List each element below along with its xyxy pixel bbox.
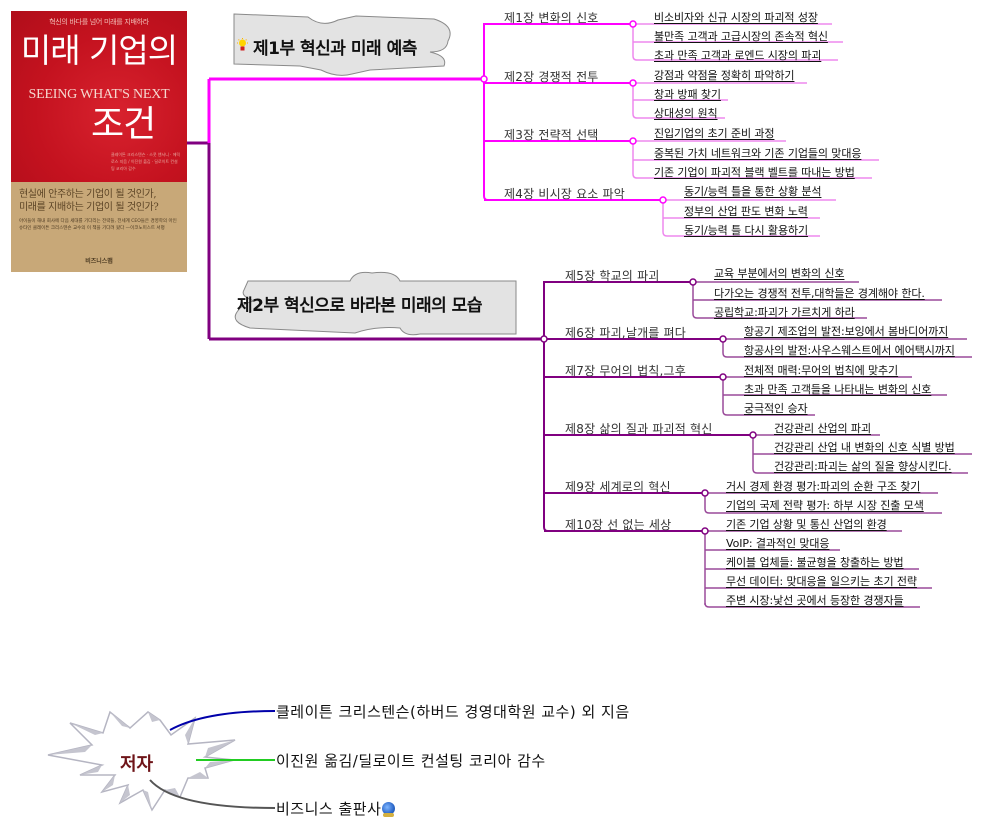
author-item[interactable]: 클레이튼 크리스텐슨(하버드 경영대학원 교수) 외 지음	[276, 703, 630, 721]
publisher-item[interactable]: 비즈니스 출판사	[276, 798, 396, 819]
chapter-node[interactable]: 제9장 세계로의 혁신	[565, 480, 671, 494]
topic-node[interactable]: 건강관리 산업 내 변화의 신호 식별 방법	[774, 441, 955, 454]
topic-node[interactable]: 케이블 업체들: 불균형을 창출하는 방법	[726, 556, 904, 569]
topic-node[interactable]: 기업의 국제 전략 평가: 하부 시장 진출 모색	[726, 499, 924, 512]
book-cover-bottom: 현실에 안주하는 기업이 될 것인가, 미래를 지배하는 기업이 될 것인가? …	[11, 182, 187, 272]
part1-node[interactable]: 제1부 혁신과 미래 예측	[253, 39, 417, 59]
book-english-title: SEEING WHAT'S NEXT	[28, 87, 170, 102]
part1-cloud-shape	[233, 13, 451, 76]
topic-node[interactable]: 동기/능력 틀을 통한 상황 분석	[684, 185, 822, 198]
topic-node[interactable]: 비소비자와 신규 시장의 파괴적 성장	[654, 11, 818, 24]
translator-item[interactable]: 이진원 옮김/딜로이트 컨설팅 코리아 감수	[276, 752, 546, 770]
topic-node[interactable]: 무선 데이터: 맞대응을 일으키는 초기 전략	[726, 575, 917, 588]
chapter-node[interactable]: 제4장 비시장 요소 파악	[504, 187, 626, 201]
topic-node[interactable]: 다가오는 경쟁적 전투,대학들은 경계해야 한다.	[714, 287, 925, 300]
topic-node[interactable]: 교육 부분에서의 변화의 신호	[714, 267, 845, 280]
topic-node[interactable]: VoIP: 결과적인 맞대응	[726, 537, 830, 550]
chapter-node[interactable]: 제2장 경쟁적 전투	[504, 70, 599, 84]
chapter-node[interactable]: 제6장 파괴,날개를 펴다	[565, 326, 687, 340]
author-node[interactable]: 저자	[120, 754, 154, 775]
chapter-node[interactable]: 제10장 선 없는 세상	[565, 518, 672, 532]
book-tagline: 혁신의 바다를 넘어 미래를 지배하라	[49, 18, 149, 26]
globe-icon[interactable]	[382, 802, 396, 817]
topic-node[interactable]: 공립학교:파괴가 가르치게 하라	[714, 306, 855, 319]
topic-node[interactable]: 정부의 산업 판도 변화 노력	[684, 205, 808, 218]
topic-node[interactable]: 불만족 고객과 고급시장의 존속적 혁신	[654, 30, 828, 43]
book-question-line2: 미래를 지배하는 기업이 될 것인가?	[19, 202, 159, 213]
topic-node[interactable]: 진입기업의 초기 준비 과정	[654, 127, 775, 140]
book-cover-top: 혁신의 바다를 넘어 미래를 지배하라 미래 기업의 SEEING WHAT'S…	[11, 11, 187, 182]
part2-node[interactable]: 제2부 혁신으로 바라본 미래의 모습	[237, 296, 482, 316]
topic-node[interactable]: 기존 기업이 파괴적 블랙 벨트를 따내는 방법	[654, 166, 855, 179]
book-blurb: 아이들이 해내 회사에 다음 세대를 기다리는 전략들, 전세계 CEO들은 경…	[19, 219, 177, 231]
topic-node[interactable]: 항공사의 발전:사우스웨스트에서 에어택시까지	[744, 344, 955, 357]
topic-node[interactable]: 항공기 제조업의 발전:보잉에서 봄바디어까지	[744, 325, 949, 338]
topic-node[interactable]: 궁극적인 승자	[744, 402, 808, 415]
topic-node[interactable]: 동기/능력 틀 다시 활용하기	[684, 224, 809, 237]
chapter-node[interactable]: 제3장 전략적 선택	[504, 128, 599, 142]
chapter-node[interactable]: 제8장 삶의 질과 파괴적 혁신	[565, 422, 713, 436]
topic-node[interactable]: 전체적 매력:무어의 법칙에 맞추기	[744, 364, 899, 377]
topic-node[interactable]: 초과 만족 고객들을 나타내는 변화의 신호	[744, 383, 932, 396]
book-question: 현실에 안주하는 기업이 될 것인가, 미래를 지배하는 기업이 될 것인가?	[19, 188, 159, 214]
topic-node[interactable]: 기존 기업 상황 및 통신 산업의 환경	[726, 518, 887, 531]
publisher-label: 비즈니스 출판사	[276, 800, 382, 818]
chapter-node[interactable]: 제5장 학교의 파괴	[565, 269, 660, 283]
book-question-line1: 현실에 안주하는 기업이 될 것인가,	[19, 189, 157, 200]
topic-node[interactable]: 건강관리 산업의 파괴	[774, 422, 871, 435]
lightbulb-icon	[237, 38, 248, 51]
book-title-line2: 조건	[91, 104, 156, 145]
chapter-node[interactable]: 제1장 변화의 신호	[504, 11, 599, 25]
topic-node[interactable]: 상대성의 원칙	[654, 107, 718, 120]
part2-cloud-shape	[234, 271, 517, 336]
topic-node[interactable]: 창과 방패 찾기	[654, 88, 721, 101]
book-cover-image: 혁신의 바다를 넘어 미래를 지배하라 미래 기업의 SEEING WHAT'S…	[11, 11, 187, 272]
book-authors-small: 클레이튼 크리스텐슨 · 스콧 앤서니 · 에릭 로스 지음 / 이진원 옮김 …	[111, 152, 181, 171]
topic-node[interactable]: 강점과 약점을 정확히 파악하기	[654, 69, 795, 82]
book-publisher-logo: 비즈니스맵	[85, 258, 113, 265]
topic-node[interactable]: 거시 경제 환경 평가:파괴의 순환 구조 찾기	[726, 480, 921, 493]
topic-node[interactable]: 주변 시장:낯선 곳에서 등장한 경쟁자들	[726, 594, 904, 607]
topic-node[interactable]: 초과 만족 고객과 로엔드 시장의 파괴	[654, 49, 822, 62]
chapter-node[interactable]: 제7장 무어의 법칙,그후	[565, 364, 687, 378]
topic-node[interactable]: 건강관리:파괴는 삶의 질을 향상시킨다.	[774, 460, 952, 473]
topic-node[interactable]: 중복된 가치 네트워크와 기존 기업들의 맞대응	[654, 147, 862, 160]
book-title-line1: 미래 기업의	[20, 31, 178, 70]
